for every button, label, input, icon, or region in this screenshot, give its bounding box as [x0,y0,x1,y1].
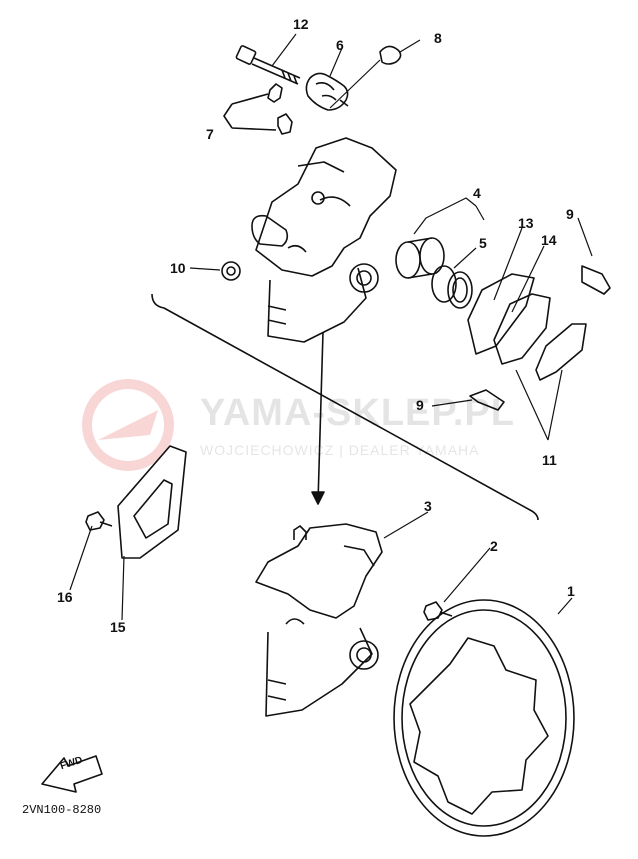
caliper-bolt-part [235,45,301,85]
bleed-screw-part [223,83,293,135]
fwd-arrow-icon [41,755,103,793]
callout-7: 7 [206,126,214,142]
brake-pads-part [467,273,587,381]
group-bracket-line [151,293,539,521]
piston-part [395,237,445,279]
callout-3: 3 [424,498,432,514]
dust-boot-part [305,72,349,111]
mounting-plate-part [117,445,187,559]
leader-lines [69,33,593,621]
diagram-code: 2VN100-8280 [22,803,102,817]
callout-14: 14 [541,232,557,248]
pad-spring-clip-part [469,265,611,411]
piston-seal-part [431,265,473,309]
callout-11: 11 [542,452,557,468]
callout-6: 6 [336,37,344,53]
callout-8: 8 [434,30,442,46]
callout-1: 1 [567,583,575,599]
callout-16: 16 [57,589,73,605]
callout-4: 4 [473,185,481,201]
assembly-arrow [317,331,324,503]
grommet-part [221,261,241,281]
watermark-title: YAMA-SKLEP.PL [200,392,515,434]
callout-9-top: 9 [566,206,574,222]
caliper-assembly-part [255,523,383,717]
bleed-cap-part [379,45,402,65]
brake-disc-part [393,599,575,837]
plate-bolt-part [85,511,113,531]
callout-5: 5 [479,235,487,251]
upper-caliper-part [251,137,397,343]
callout-12: 12 [293,16,309,32]
callout-9-bottom: 9 [416,397,424,413]
watermark-subtitle: WOJCIECHOWICZ | DEALER YAMAHA [200,442,480,458]
callout-10: 10 [170,260,186,276]
callout-15: 15 [110,619,126,635]
callout-13: 13 [518,215,534,231]
watermark-logo-icon [82,379,174,471]
callout-2: 2 [490,538,498,554]
